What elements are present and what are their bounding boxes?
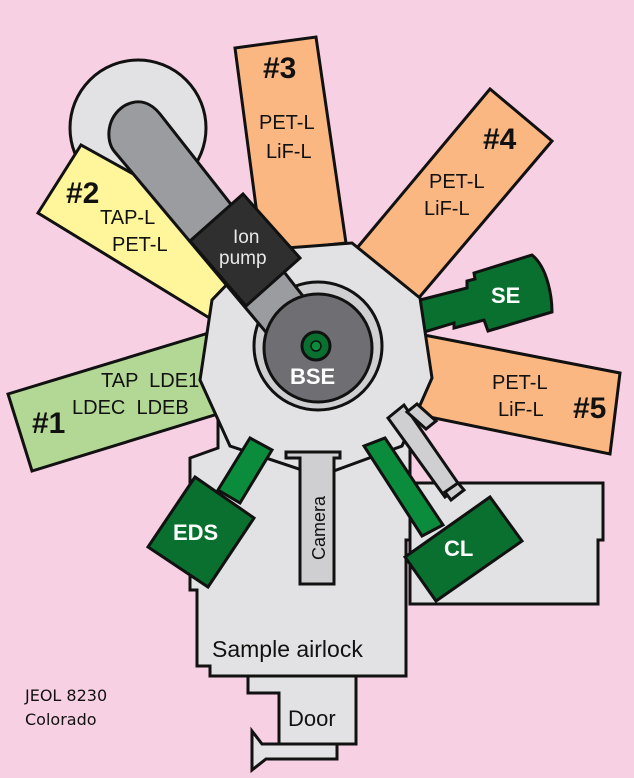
bse-label: BSE [290,364,335,389]
camera [284,450,342,586]
caption-line-2: Colorado [25,710,97,729]
spectrometer-2-id: #2 [66,177,99,210]
spectrometer-1-id: #1 [32,407,65,440]
cl-label: CL [444,536,473,561]
cl-detector [402,494,525,604]
se-label: SE [491,283,520,308]
spectrometer-1-crystal-1: TAP LDE1 [101,370,199,392]
ion-pump-label-2: pump [219,248,267,269]
door-handle [250,726,339,774]
bse-center-hole [310,340,322,352]
eds-detector [145,474,257,590]
spectrometer-5-crystal-2: LiF-L [498,399,544,421]
instrument-caption: JEOL 8230 Colorado [25,684,107,732]
ion-pump-label-1: Ion [233,227,259,248]
spectrometer-3-id: #3 [263,52,296,85]
ion-pump [187,191,303,309]
spectrometer-2-crystal-2: PET-L [112,234,168,256]
cl-side-tube [385,402,467,503]
airlock-label: Sample airlock [212,636,363,662]
spectrometer-3-crystal-1: PET-L [259,112,315,134]
spectrometer-4-id: #4 [483,123,517,156]
door-label: Door [288,706,336,731]
camera-label: Camera [309,495,329,560]
eds-label: EDS [173,520,218,545]
caption-line-1: JEOL 8230 [25,686,108,705]
spectrometer-4-crystal-1: PET-L [429,171,485,193]
se-detector [418,253,554,334]
spectrometer-1-crystal-2: LDEC LDEB [72,397,189,419]
spectrometer-5-crystal-1: PET-L [492,372,548,394]
spectrometer-2-crystal-1: TAP-L [100,207,155,229]
spectrometer-3-crystal-2: LiF-L [266,141,312,163]
cl-tube [361,436,446,538]
spectrometer-4-crystal-2: LiF-L [424,198,470,220]
spectrometer-5-id: #5 [573,392,606,425]
eds-tube [215,436,275,506]
